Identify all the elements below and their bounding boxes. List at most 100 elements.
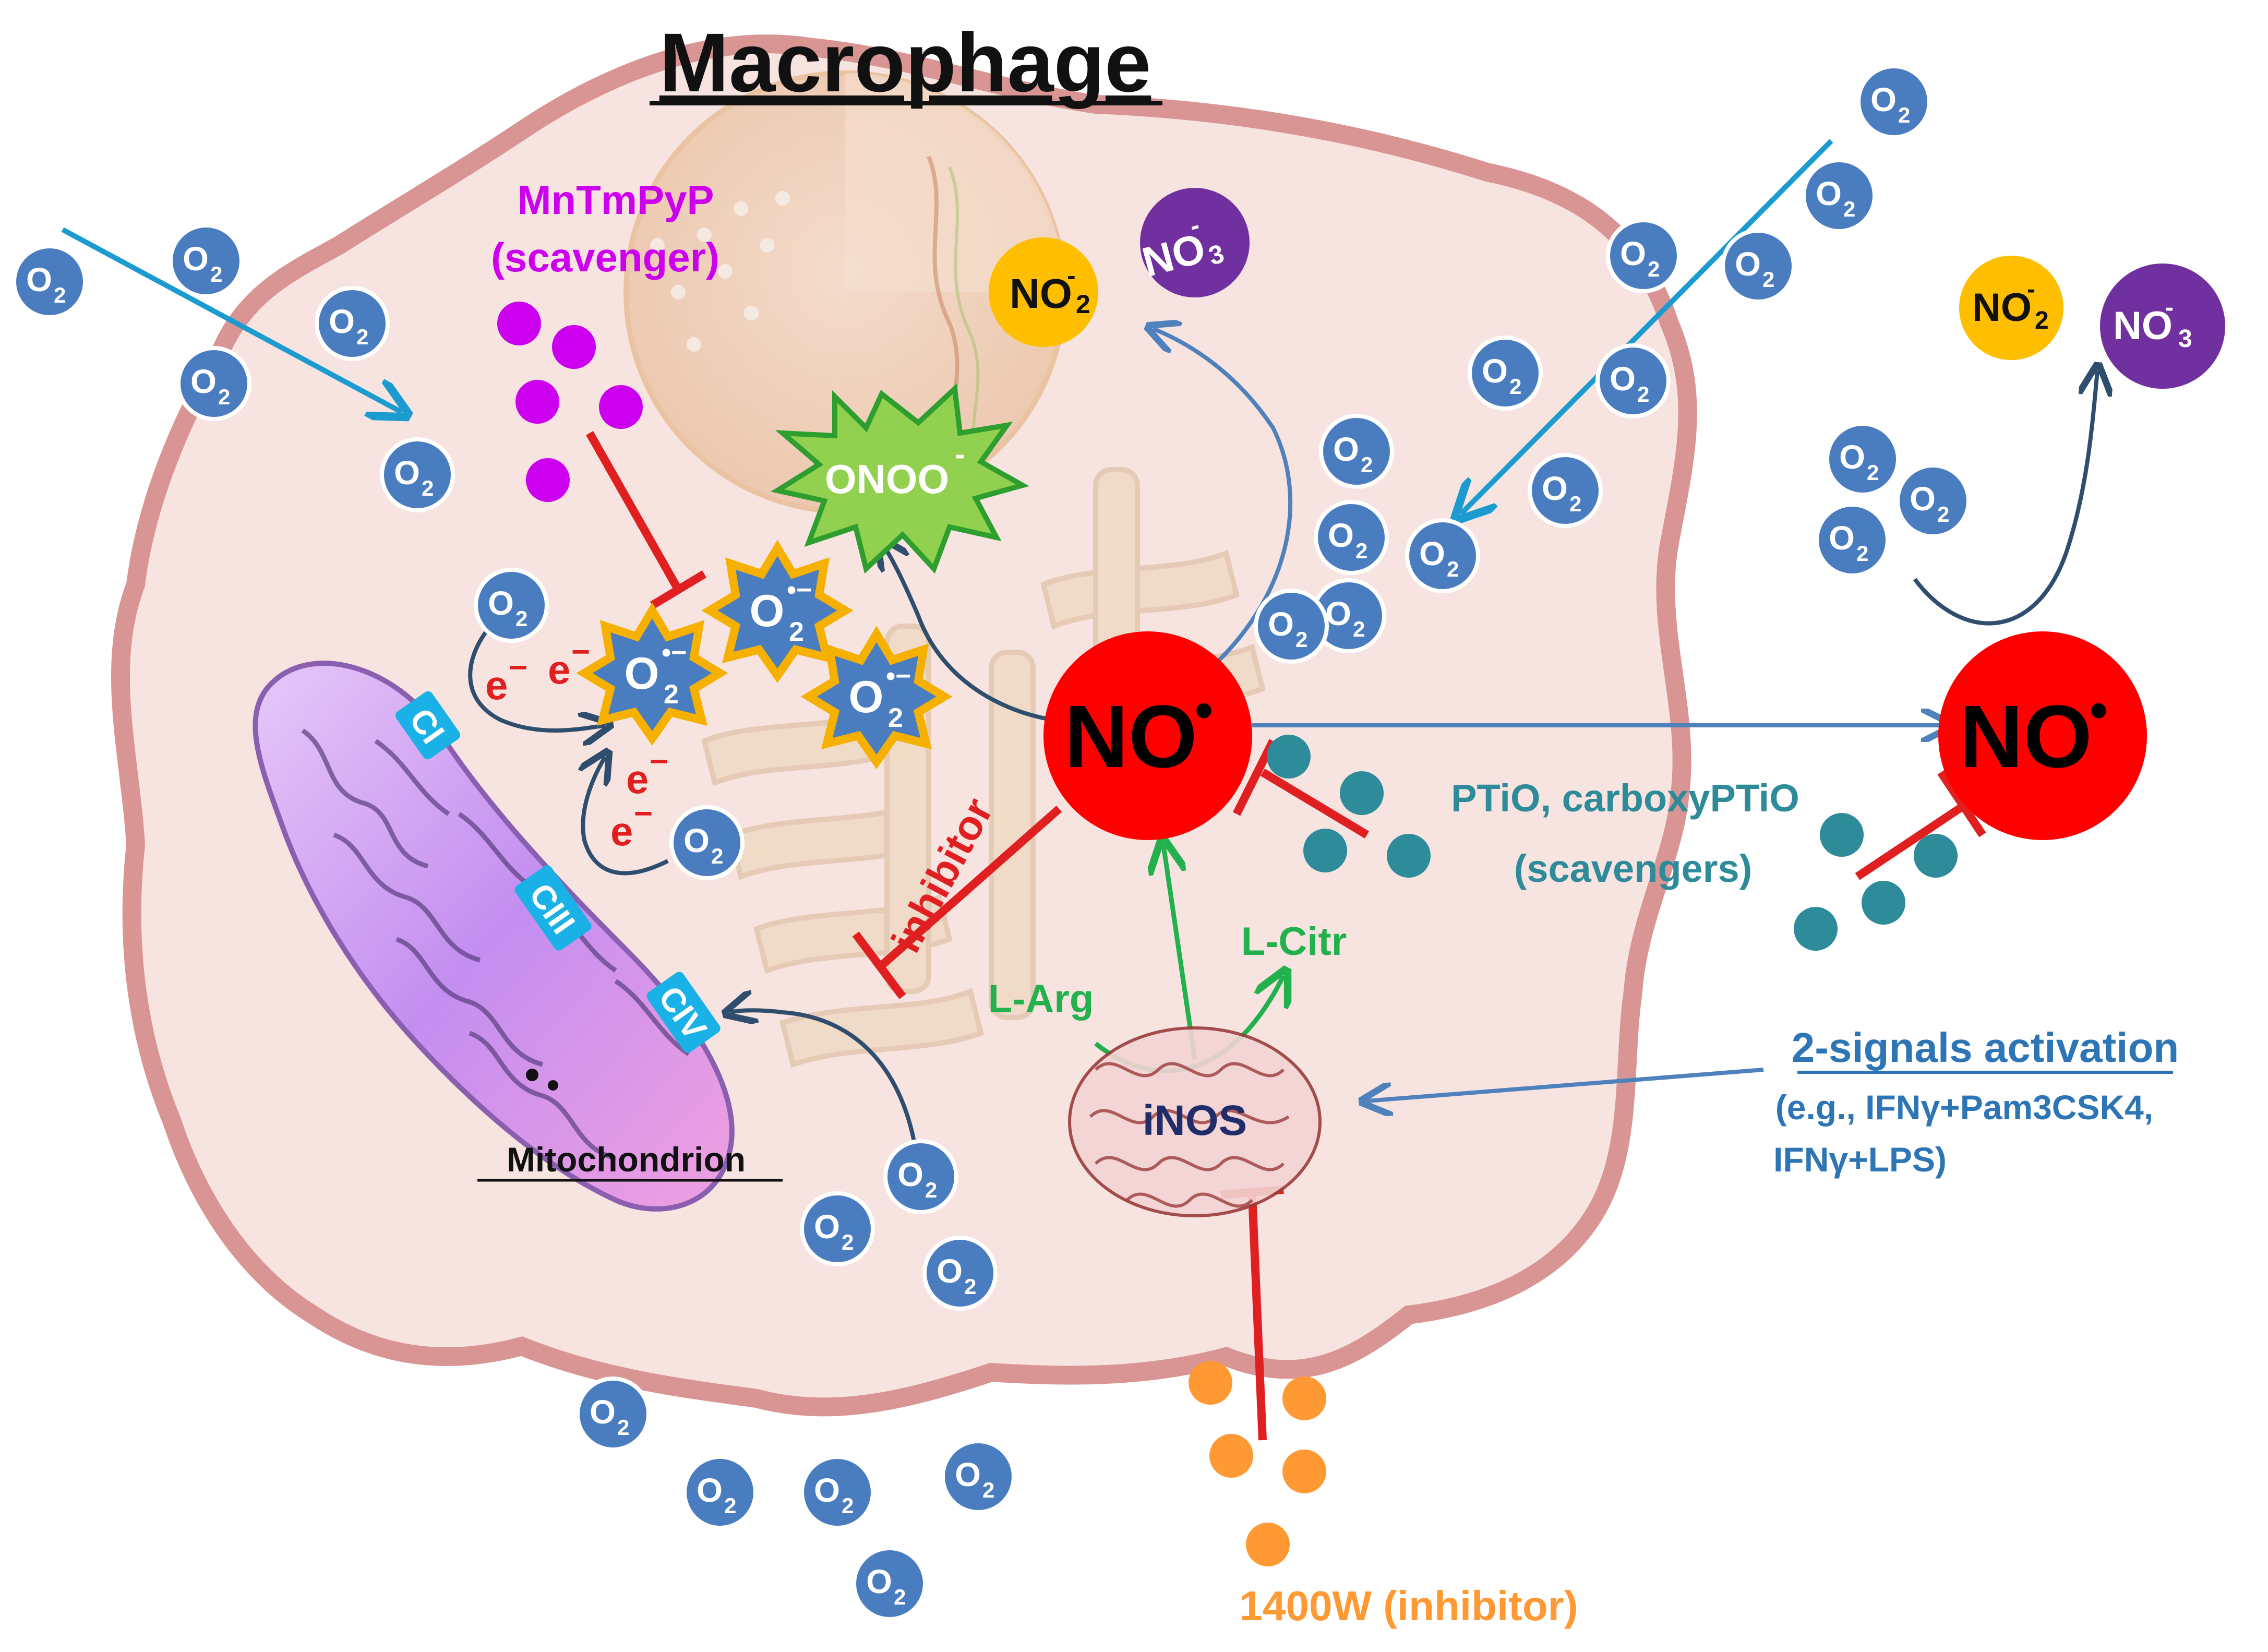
o2-subscript: 2 (1637, 382, 1649, 406)
svg-text:O: O (750, 586, 785, 636)
o2-to-electron-arrow-bottom (583, 757, 669, 876)
o2-subscript: 2 (617, 1415, 629, 1440)
1400w-molecules (1189, 1361, 1326, 1566)
svg-text:•−: •− (787, 575, 812, 605)
ptio-inhibition-bar (1232, 739, 1370, 839)
svg-text:e: e (548, 647, 570, 692)
svg-text:2: 2 (664, 679, 679, 710)
o2-symbol: O (329, 303, 355, 340)
svg-text:−: − (571, 634, 590, 670)
superoxide-star-3: O 2 •− (800, 626, 953, 769)
activation-arrow (1367, 1068, 1764, 1101)
o2-subscript: 2 (982, 1478, 994, 1502)
o2-influx-arrow-left (61, 227, 402, 412)
o2-subscript: 2 (1898, 103, 1910, 127)
svg-text:•: • (1195, 681, 1213, 739)
page-title: Macrophage (659, 16, 1151, 109)
o2-symbol: O (488, 584, 514, 622)
o2-subscript: 2 (422, 476, 434, 500)
svg-text:e: e (610, 808, 633, 854)
o2-subscript: 2 (1867, 460, 1879, 485)
ptio-molecules-outside (1794, 813, 1958, 951)
o2-symbol: O (1325, 595, 1351, 632)
svg-text:e: e (485, 662, 508, 708)
o2-symbol: O (1333, 430, 1359, 468)
o2-subscript: 2 (1509, 374, 1521, 399)
o2-symbol: O (1328, 517, 1354, 554)
svg-text:3: 3 (2178, 325, 2192, 353)
svg-text:•: • (2090, 681, 2108, 739)
ptio-label: PTiO, carboxyPTiO (1451, 776, 1799, 820)
o2-symbol: O (814, 1471, 840, 1509)
svg-text:•−: •− (662, 638, 687, 668)
o2-symbol: O (590, 1393, 616, 1431)
inos-protein: iNOS (1068, 1026, 1322, 1217)
o2-symbol: O (1735, 245, 1761, 283)
larg-label: L-Arg (988, 977, 1094, 1021)
o2-subscript: 2 (964, 1274, 976, 1299)
svg-text:−: − (650, 744, 668, 780)
svg-text:−: − (509, 650, 527, 686)
o2-symbol: O (1839, 438, 1865, 476)
o2-subscript: 2 (1648, 257, 1660, 281)
mitochondrion-label: Mitochondrion (507, 1140, 746, 1179)
o2-symbol: O (26, 261, 52, 298)
o2-symbol: O (1419, 535, 1445, 572)
o2-subscript: 2 (356, 325, 368, 349)
o2-symbol: O (1829, 519, 1855, 557)
o2-subscript: 2 (218, 385, 230, 409)
svg-text:O: O (625, 649, 659, 699)
o2-subscript: 2 (842, 1493, 854, 1518)
svg-text:NO: NO (2113, 304, 2173, 348)
svg-text:iNOS: iNOS (1143, 1097, 1247, 1144)
external-no-to-nitrate-arrow (1913, 370, 2097, 626)
mntmpyp-role-label: (scavenger) (491, 234, 719, 280)
svg-text:−: − (634, 796, 653, 832)
o2-symbol: O (183, 240, 209, 278)
svg-text:-: - (2165, 294, 2174, 321)
o2-symbol: O (1482, 352, 1508, 390)
o2-subscript: 2 (1447, 557, 1459, 581)
o2-to-electron-arrow-top (468, 625, 605, 731)
nitrite-circle-outside: NO - 2 (1959, 256, 2063, 360)
svg-text:2: 2 (888, 703, 903, 733)
o2-subscript: 2 (1355, 538, 1367, 563)
o2-subscript: 2 (1569, 492, 1581, 516)
o2-subscript: 2 (1843, 197, 1855, 221)
svg-text:2: 2 (2035, 307, 2049, 334)
o2-subscript: 2 (925, 1178, 937, 1202)
svg-text:NO: NO (1064, 687, 1197, 786)
mntmpyp-molecules (497, 302, 643, 502)
electron-3: e − (626, 744, 668, 802)
svg-text:•−: •− (886, 661, 911, 691)
electron-4: e − (610, 796, 653, 854)
o2-symbol: O (1620, 235, 1646, 272)
o2-subscript: 2 (724, 1493, 736, 1518)
svg-text:-: - (1067, 261, 1076, 290)
o2-symbol: O (190, 363, 217, 400)
o2-symbol: O (1870, 81, 1897, 118)
o2-symbol: O (937, 1252, 963, 1290)
no-radical-outside: NO • (1938, 631, 2147, 840)
electron-1: e − (485, 650, 527, 708)
o2-subscript: 2 (1762, 267, 1774, 292)
no-to-peroxynitrite-arrow (882, 543, 1054, 722)
